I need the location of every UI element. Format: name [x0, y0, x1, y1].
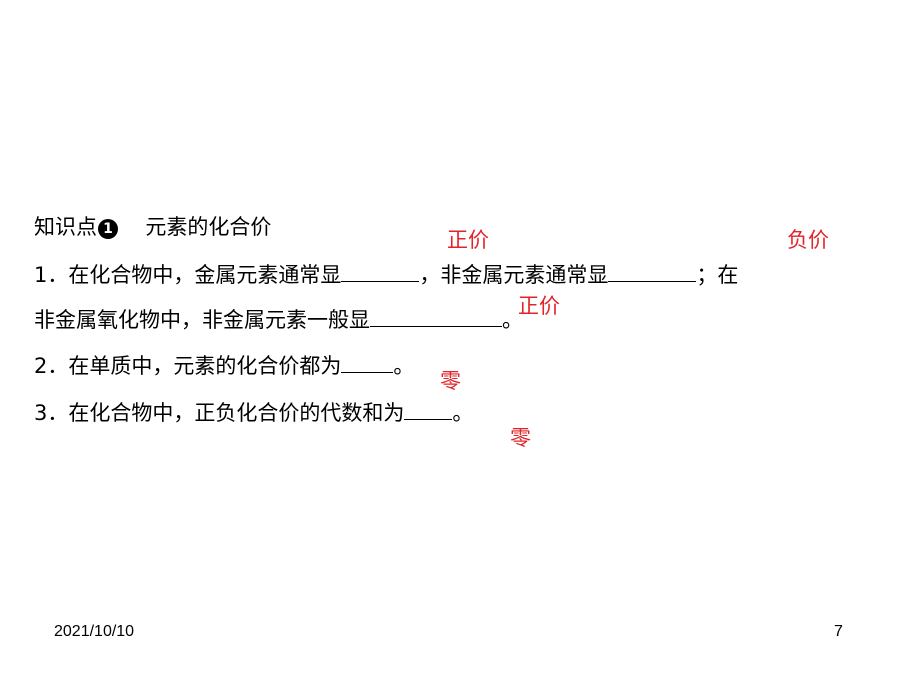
item1-blank-2 [608, 261, 697, 282]
section-number-badge: 1 [98, 219, 118, 239]
answer-positive-valence-1: 正价 [447, 228, 489, 252]
item2-blank [341, 352, 394, 373]
section-prefix: 知识点 [34, 215, 97, 239]
item1-text-d: 非金属氧化物中，非金属元素一般显 [34, 308, 370, 332]
page-number: 7 [834, 623, 843, 640]
item1-text-end: 。 [502, 308, 523, 332]
item3-blank [404, 399, 453, 420]
item2-text: 2．在单质中，元素的化合价都为 [34, 354, 342, 378]
answer-zero-2: 零 [510, 426, 531, 450]
item1-line1: 1．在化合物中，金属元素通常显 ，非金属元素通常显 ；在 [34, 260, 738, 290]
item3-line: 3．在化合物中，正负化合价的代数和为 。 [34, 398, 473, 428]
item3-text: 3．在化合物中，正负化合价的代数和为 [34, 401, 405, 425]
item3-end: 。 [452, 401, 474, 425]
item1-blank-3 [370, 306, 502, 327]
item1-text-c: ；在 [696, 263, 739, 287]
footer-date: 2021/10/10 [54, 623, 135, 640]
answer-negative-valence: 负价 [787, 228, 829, 252]
item2-line: 2．在单质中，元素的化合价都为 。 [34, 351, 414, 381]
item1-text-a: 1．在化合物中，金属元素通常显 [34, 263, 342, 287]
item1-blank-1 [341, 261, 420, 282]
item1-line2: 非金属氧化物中，非金属元素一般显 。 [34, 305, 523, 335]
answer-zero-1: 零 [440, 369, 461, 393]
item1-text-b: ，非金属元素通常显 [419, 263, 609, 287]
item2-end: 。 [393, 354, 415, 378]
answer-positive-valence-2: 正价 [518, 294, 560, 318]
section-title: 元素的化合价 [145, 215, 272, 239]
